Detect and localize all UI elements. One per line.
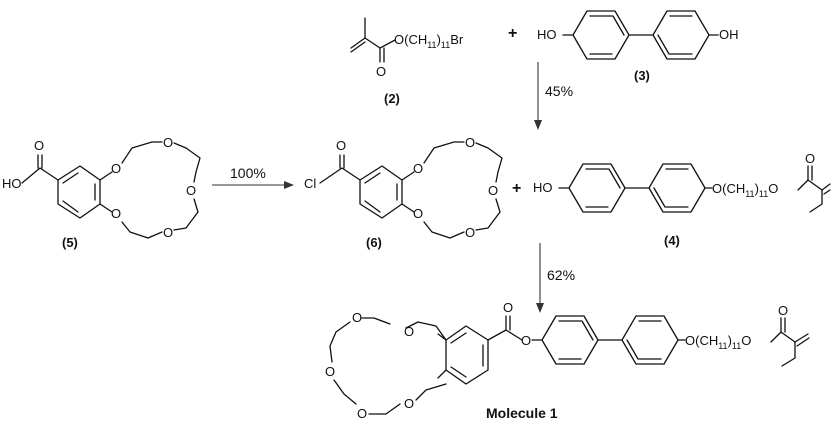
compound-6-label: (6) <box>366 235 382 250</box>
molecule-1-label: Molecule 1 <box>486 405 558 421</box>
p-crown-oxygen-3: O <box>325 364 335 379</box>
plus-sign-top: + <box>508 25 517 42</box>
compound-3-label: (3) <box>634 68 650 83</box>
p-ester-oxygen: O <box>521 333 531 348</box>
c3-left-hydroxyl: HO <box>537 27 557 42</box>
arrow-step-6-4-to-1 <box>536 243 544 313</box>
c2-carbonyl-oxygen: O <box>376 64 386 79</box>
c4-hydroxyl: HO <box>533 180 553 195</box>
c5-crown-oxygen-1: O <box>111 161 121 176</box>
p-carbonyl2-oxygen: O <box>778 303 788 318</box>
c6-crown-oxygen-2: O <box>465 135 475 150</box>
p-crown-oxygen-2: O <box>352 310 362 325</box>
c3-right-hydroxyl: OH <box>719 27 739 42</box>
arrow-step-5-to-6 <box>212 181 294 189</box>
p-crown-oxygen-1: O <box>404 324 414 339</box>
c6-carbonyl-oxygen: O <box>336 138 346 153</box>
c4-carbonyl-oxygen: O <box>805 151 815 166</box>
yield-100: 100% <box>230 165 266 181</box>
plus-sign-middle: + <box>512 180 521 197</box>
compound-2-label: (2) <box>384 91 400 106</box>
compound-5-label: (5) <box>62 235 78 250</box>
c6-crown-oxygen-1: O <box>413 161 423 176</box>
c6-crown-oxygen-4: O <box>465 225 475 240</box>
c5-crown-oxygen-3: O <box>186 183 196 198</box>
c6-crown-oxygen-5: O <box>413 206 423 221</box>
c5-crown-oxygen-4: O <box>163 225 173 240</box>
compound-4-label: (4) <box>664 233 680 248</box>
c4-ether-chain-label: O(CH11)11O <box>712 181 778 199</box>
yield-45: 45% <box>545 83 573 99</box>
c5-crown-oxygen-5: O <box>111 206 121 221</box>
c2-ether-chain-label: O(CH11)11Br <box>394 32 464 50</box>
compound-3-structure: HO OH <box>537 10 739 60</box>
molecule-1-structure: O O O O O O O O(CH11)11O O <box>325 300 810 421</box>
compound-4-structure: HO O(CH11)11O O <box>533 151 831 213</box>
c6-crown-oxygen-3: O <box>488 183 498 198</box>
compound-2-structure: O O(CH11)11Br <box>350 17 464 79</box>
c5-carbonyl-oxygen: O <box>34 138 44 153</box>
p-ether-chain-label: O(CH11)11O <box>685 333 751 351</box>
p-crown-oxygen-4: O <box>357 406 367 421</box>
compound-5-structure: O HO O O O O O <box>2 135 201 240</box>
p-crown-oxygen-5: O <box>404 396 414 411</box>
p-carbonyl-oxygen: O <box>503 300 513 315</box>
yield-62: 62% <box>547 267 575 283</box>
c6-chlorine: Cl <box>304 176 316 191</box>
arrow-step-2-3-to-4 <box>534 62 542 130</box>
compound-6-structure: O Cl O O O O O <box>304 135 503 240</box>
c5-crown-oxygen-2: O <box>163 135 173 150</box>
c5-hydroxyl: HO <box>2 176 22 191</box>
